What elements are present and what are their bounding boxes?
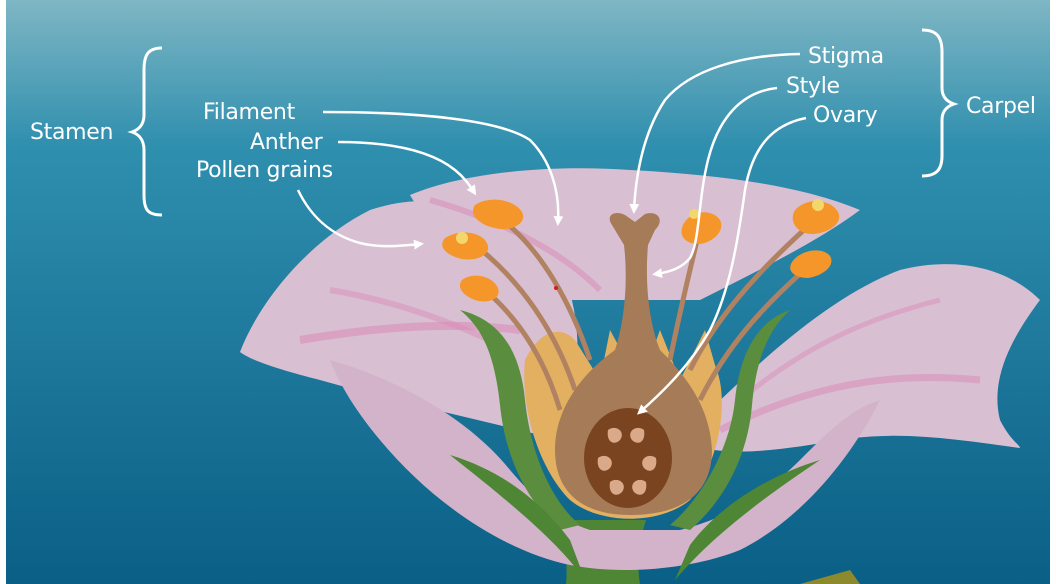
carpel-label: Carpel: [966, 94, 1036, 120]
ovary-body: [584, 408, 672, 508]
stamen-label: Stamen: [30, 120, 113, 146]
style-label: Style: [786, 74, 840, 100]
red-dot: [554, 286, 558, 290]
stigma-label: Stigma: [808, 44, 884, 70]
ovary-label: Ovary: [813, 103, 877, 129]
anther-label: Anther: [250, 130, 322, 156]
filament-label: Filament: [203, 100, 295, 126]
frame-border-right: [1050, 0, 1056, 584]
frame-border: [0, 0, 6, 584]
pollen-grains-label: Pollen grains: [196, 158, 333, 184]
